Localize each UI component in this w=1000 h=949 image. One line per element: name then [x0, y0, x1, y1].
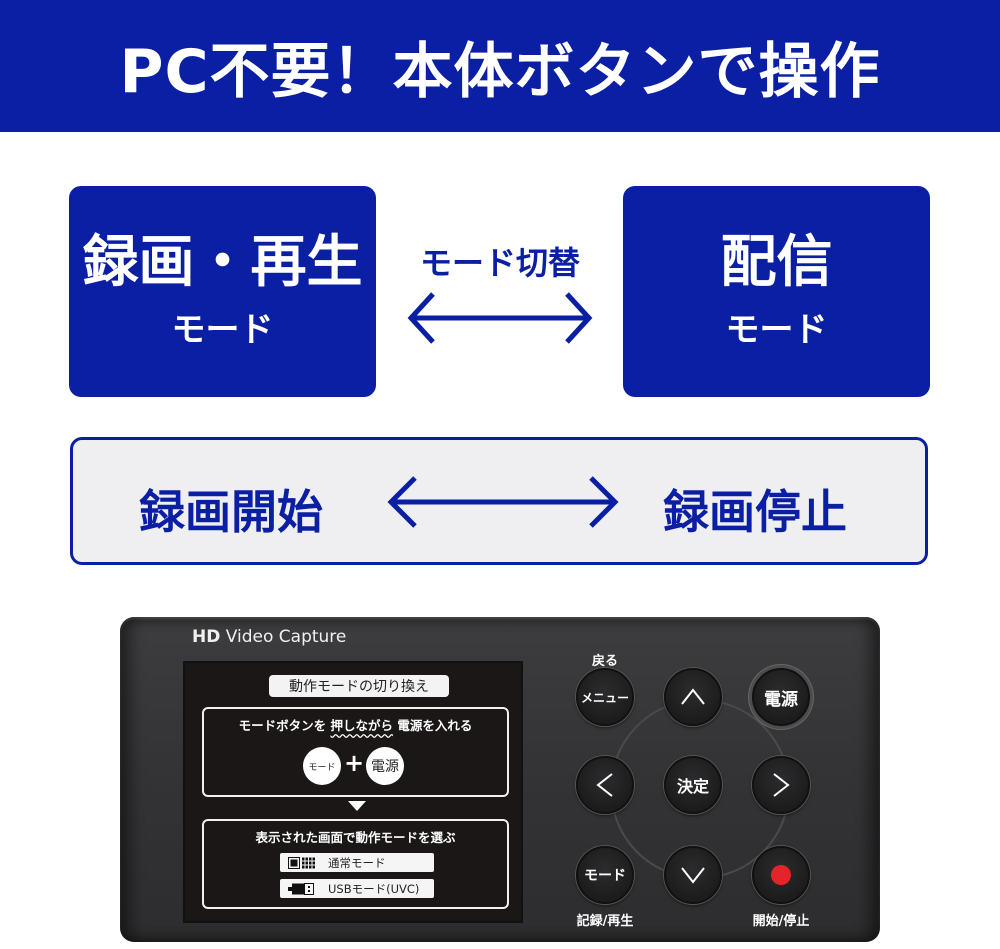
- chevron-up-icon: [681, 688, 705, 705]
- usb-icon: [288, 882, 316, 895]
- brand-hd: HD: [192, 627, 221, 647]
- brand-name: Video Capture: [220, 627, 347, 647]
- plus-icon: +: [344, 749, 365, 777]
- streaming-mode-box: 配信 モード: [623, 186, 930, 397]
- power-circle: 電源: [366, 747, 404, 785]
- left-button[interactable]: [576, 756, 634, 814]
- normal-mode-option: 通常モード: [280, 853, 434, 872]
- mode-main-label: 配信: [720, 230, 833, 296]
- record-start-label: 録画開始: [139, 485, 323, 539]
- mode-sub-label: モード: [725, 309, 828, 350]
- enter-label: 決定: [676, 777, 709, 796]
- device-brand: HD Video Capture: [192, 627, 346, 647]
- option-label: 通常モード: [328, 855, 386, 870]
- back-caption: 戻る: [591, 654, 618, 669]
- enter-button[interactable]: 決定: [664, 756, 722, 814]
- chevron-right-icon: [773, 773, 790, 797]
- mode-circle: モード: [303, 747, 341, 785]
- up-button[interactable]: [664, 668, 722, 726]
- down-button[interactable]: [664, 846, 722, 904]
- video-capture-device: HD Video Capture 動作モードの切り換え モードボタンを 押しなが…: [120, 617, 880, 942]
- record-playback-mode-box: 録画・再生 モード: [69, 186, 376, 397]
- record-caption: 開始/停止: [752, 914, 810, 929]
- mode-label: モード: [584, 868, 626, 884]
- page-title: PC不要！本体ボタンで操作: [119, 36, 881, 107]
- power-label: 電源: [764, 689, 798, 710]
- chevron-left-icon: [596, 773, 613, 797]
- double-arrow-icon: [407, 292, 593, 344]
- down-triangle-icon: [348, 801, 366, 811]
- recording-toggle-box: 録画開始 録画停止: [70, 437, 928, 565]
- chevron-down-icon: [681, 867, 705, 884]
- menu-button[interactable]: メニュー: [576, 668, 634, 726]
- mode-main-label: 録画・再生: [82, 230, 363, 296]
- step1-pre: モードボタンを: [238, 718, 331, 733]
- record-button[interactable]: [752, 846, 810, 904]
- mode-sub-label: モード: [171, 309, 274, 350]
- mode-switch-label: モード切替: [419, 244, 580, 282]
- step2-panel: 表示された画面で動作モードを選ぶ 通常モード USBモード(UVC): [202, 819, 509, 909]
- right-button[interactable]: [752, 756, 810, 814]
- menu-label: メニュー: [580, 690, 629, 705]
- step1-emphasis: 押しながら: [330, 718, 393, 733]
- record-dot-icon: [771, 865, 791, 885]
- mode-caption: 記録/再生: [576, 914, 634, 929]
- step2-text: 表示された画面で動作モードを選ぶ: [255, 830, 456, 845]
- option-label: USBモード(UVC): [328, 881, 420, 896]
- record-stop-label: 録画停止: [663, 485, 847, 539]
- usb-mode-option: USBモード(UVC): [280, 879, 434, 898]
- normal-mode-icon: [288, 856, 316, 869]
- device-screen: 動作モードの切り換え モードボタンを 押しながら 電源を入れる モード + 電源…: [183, 661, 523, 923]
- step1-post: 電源を入れる: [393, 718, 473, 733]
- step1-text: モードボタンを 押しながら 電源を入れる: [204, 715, 507, 734]
- step1-panel: モードボタンを 押しながら 電源を入れる モード + 電源: [202, 707, 509, 797]
- screen-title: 動作モードの切り換え: [269, 675, 449, 697]
- double-arrow-icon: [387, 476, 619, 528]
- header-banner: PC不要！本体ボタンで操作: [0, 0, 1000, 132]
- mode-button[interactable]: モード: [576, 846, 634, 904]
- power-button[interactable]: 電源: [752, 668, 810, 726]
